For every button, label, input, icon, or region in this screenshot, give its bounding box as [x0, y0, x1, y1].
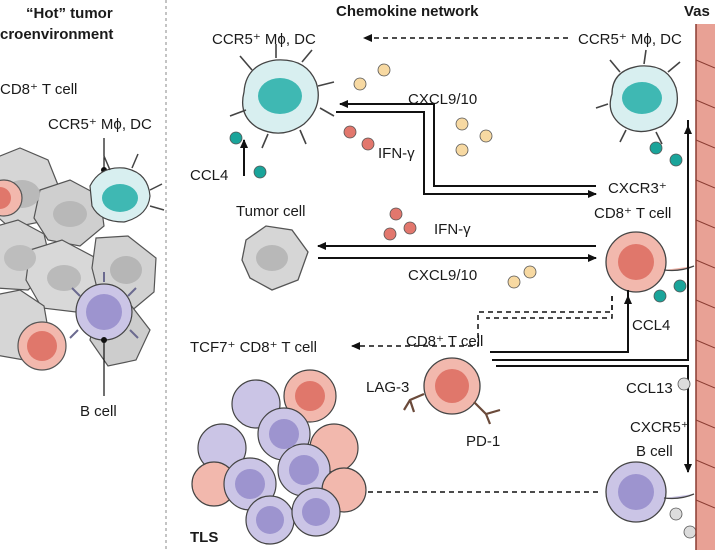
tls-cluster [191, 369, 367, 545]
pd1-receptor [473, 401, 501, 425]
left-macrophage-nucleus [102, 184, 138, 212]
left-macrophage-dendrites [103, 153, 165, 211]
cxcr5-b-cell-nucleus [618, 474, 654, 510]
tumor-cell-center-nucleus [256, 245, 288, 271]
arrow-down-to-bcell [496, 365, 692, 473]
right-title: Vas [684, 3, 710, 20]
left-title-line2: croenvironment [0, 26, 113, 43]
cxcl-dot [377, 63, 391, 77]
tumor-nucleus-3 [4, 245, 36, 271]
cxcr3-t-cell-tail [663, 265, 695, 272]
ccl13-dot [669, 507, 683, 521]
cxcl-dot [507, 275, 521, 289]
label-cd8-t-cell-center: CD8⁺ T cell [406, 333, 483, 350]
right-panel: Vas [684, 3, 715, 550]
cxcl-dot [455, 143, 469, 157]
lag3-receptor [403, 392, 425, 413]
arrow-macrophage-to-cxcr3 [336, 111, 597, 198]
macrophage-top-left-dendrites [229, 44, 335, 149]
vessel-wall [696, 24, 715, 550]
label-pd1: PD-1 [466, 433, 500, 450]
ccl13-dot [683, 525, 697, 539]
ccl13-dot [677, 377, 691, 391]
label-cxcr5-line1: CXCR5⁺ [630, 419, 689, 436]
label-ifn-gamma-top: IFN-γ [378, 145, 415, 162]
ifn-dot [361, 137, 375, 151]
arrow-cxcl-to-macrophage [339, 100, 596, 187]
ccl4-dot [253, 165, 267, 179]
arrow-cd8-connection [490, 290, 629, 353]
label-tumor-cell: Tumor cell [236, 203, 305, 220]
cxcl-dot [455, 117, 469, 131]
label-ccl13: CCL13 [626, 380, 673, 397]
label-cd8-t-cell-left: CD8⁺ T cell [0, 81, 77, 98]
label-cxcl9-10-top: CXCL9/10 [408, 91, 477, 108]
cxcr5-b-cell-tail [663, 493, 695, 500]
label-cxcr5-line2: B cell [636, 443, 673, 460]
macrophage-top-left [229, 44, 335, 149]
label-ifn-gamma-mid: IFN-γ [434, 221, 471, 238]
pointer-dot-b-cell [101, 337, 107, 343]
left-panel: “Hot” tumor croenvironment CD8⁺ T cell C… [0, 5, 165, 420]
left-title-line1: “Hot” tumor [26, 5, 113, 22]
ccl4-dot [669, 153, 683, 167]
cxcl-dot [523, 265, 537, 279]
label-ccr5-mphi-dc-right: CCR5⁺ Mϕ, DC [578, 31, 682, 48]
tls-b-cell-nucleus [289, 455, 319, 485]
tls-t-cell-nucleus [295, 381, 325, 411]
label-ccr5-mphi-dc-top: CCR5⁺ Mϕ, DC [212, 31, 316, 48]
arrow-to-cd8-dashed [486, 296, 613, 319]
macrophage-top-left-nucleus [258, 78, 302, 114]
ccl4-dot [649, 141, 663, 155]
label-ccl4-right: CCL4 [632, 317, 670, 334]
ccl4-dot [229, 131, 243, 145]
label-tcf7: TCF7⁺ CD8⁺ T cell [190, 339, 317, 356]
tumor-nucleus-4 [47, 265, 81, 291]
macrophage-top-right-dendrites [595, 49, 681, 145]
left-b-cell-nucleus [86, 294, 122, 330]
ifn-dot [343, 125, 357, 139]
label-ccl4-left: CCL4 [190, 167, 228, 184]
tls-b-cell-nucleus [302, 498, 330, 526]
ccl4-dot [673, 279, 687, 293]
ifn-dot [389, 207, 403, 221]
label-lag3: LAG-3 [366, 379, 409, 396]
tls-b-cell-nucleus [269, 419, 299, 449]
label-cxcr3-line2: CD8⁺ T cell [594, 205, 671, 222]
left-b-cell-receptors [69, 272, 139, 339]
center-title: Chemokine network [336, 3, 479, 20]
cxcl-dot [479, 129, 493, 143]
vessel-cells [695, 59, 715, 509]
macrophage-top-right [595, 49, 681, 145]
cxcl-dot [353, 77, 367, 91]
ifn-dot [383, 227, 397, 241]
left-t-cell-2-nucleus [27, 331, 57, 361]
label-cxcl9-10-mid: CXCL9/10 [408, 267, 477, 284]
tumor-nucleus-5 [110, 256, 142, 284]
ifn-dot [403, 221, 417, 235]
tls-b-cell-nucleus [256, 506, 284, 534]
center-cd8-t-cell-nucleus [435, 369, 469, 403]
ccl4-dot [653, 289, 667, 303]
cxcr3-t-cell-nucleus [618, 244, 654, 280]
label-tls: TLS [190, 529, 218, 546]
tumor-nucleus-2 [53, 201, 87, 227]
left-t-cell-1-nucleus [0, 187, 11, 209]
tls-b-cell-nucleus [235, 469, 265, 499]
macrophage-top-right-nucleus [622, 82, 662, 114]
label-cxcr3-line1: CXCR3⁺ [608, 180, 667, 197]
label-b-cell-left: B cell [80, 403, 117, 420]
label-ccr5-mphi-dc-left: CCR5⁺ Mϕ, DC [48, 116, 152, 133]
center-panel: Chemokine network CCR5⁺ Mϕ, DC CCR5⁺ Mϕ,… [190, 3, 709, 546]
